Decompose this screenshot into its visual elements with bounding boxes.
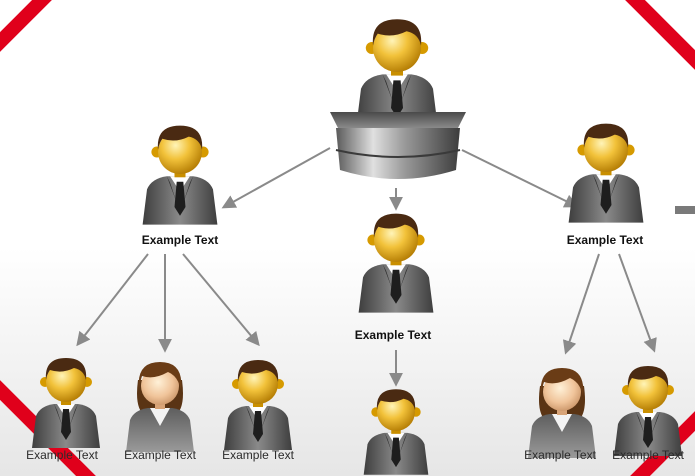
podium-body (336, 128, 460, 179)
male-person-icon (568, 123, 644, 223)
arrow-left-to-leaf-3 (182, 253, 260, 347)
male-person-icon (358, 213, 434, 313)
leaf-label-1: Example Text (26, 448, 98, 462)
male-person-icon (142, 125, 218, 225)
manager-left-label: Example Text (141, 233, 219, 247)
arrow-right-to-leaf-1 (562, 253, 600, 355)
female-person-icon (528, 368, 596, 458)
leaf-label-right-1: Example Text (524, 448, 596, 462)
arrow-right-to-leaf-2 (618, 253, 657, 353)
podium-top (330, 112, 466, 128)
arrow-leader-to-left (221, 147, 331, 209)
manager-right-label: Example Text (566, 233, 644, 247)
manager-center-label: Example Text (354, 328, 432, 342)
leaf-label-3: Example Text (222, 448, 294, 462)
leaf-label-right-2: Example Text (612, 448, 684, 462)
male-person-icon (614, 366, 682, 456)
red-border-top-right (625, 0, 695, 70)
male-person-icon (363, 389, 429, 475)
connector-arrows (76, 147, 657, 387)
person-at-podium-icon (330, 19, 466, 179)
grey-bar-fragment (675, 206, 695, 214)
male-person-icon (32, 358, 100, 448)
arrow-left-to-leaf-1 (76, 253, 149, 347)
red-border-top-left (0, 0, 52, 52)
leaf-label-2: Example Text (124, 448, 196, 462)
female-person-icon (126, 362, 194, 452)
male-person-icon (224, 360, 292, 450)
arrow-leader-to-right (461, 149, 579, 208)
